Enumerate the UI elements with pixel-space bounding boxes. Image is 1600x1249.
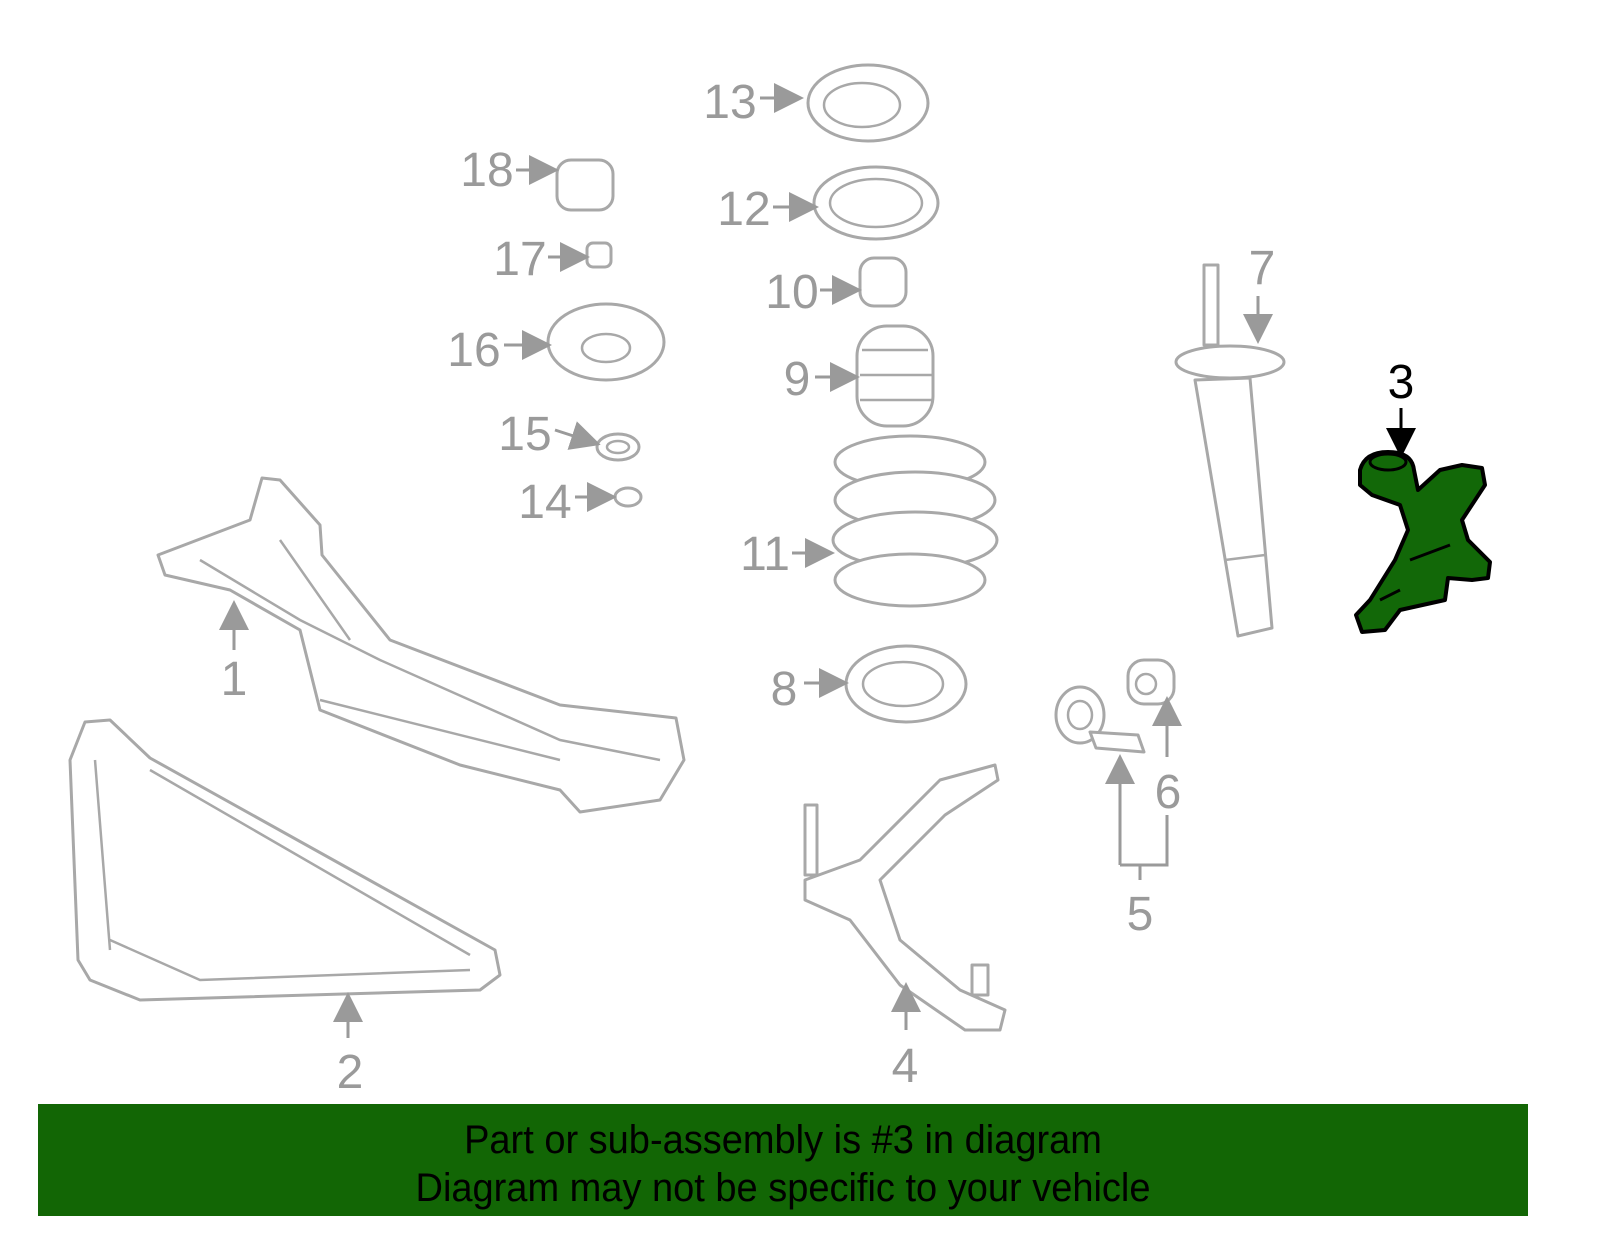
part-3-steering-knuckle-highlighted[interactable] xyxy=(1354,450,1492,634)
callout-2[interactable]: 2 xyxy=(337,1046,364,1099)
banner-line-1: Part or sub-assembly is #3 in diagram xyxy=(464,1118,1102,1162)
leader-lines xyxy=(219,83,1416,1038)
callout-14[interactable]: 14 xyxy=(518,476,571,529)
part-10-bump-stop[interactable] xyxy=(858,256,908,308)
callout-12[interactable]: 12 xyxy=(717,183,770,236)
part-13-upper-mount[interactable] xyxy=(806,63,930,143)
part-14-washer[interactable] xyxy=(613,486,643,508)
callout-18[interactable]: 18 xyxy=(460,144,513,197)
part-18-cap[interactable] xyxy=(555,158,615,212)
callout-6[interactable]: 6 xyxy=(1155,766,1182,819)
part-8-lower-spring-pad[interactable] xyxy=(844,644,968,724)
info-banner: Part or sub-assembly is #3 in diagram Di… xyxy=(38,1104,1528,1216)
part-7-strut[interactable] xyxy=(1174,263,1286,638)
part-1-subframe[interactable] xyxy=(156,476,686,814)
part-17-nut[interactable] xyxy=(585,241,613,269)
callout-11[interactable]: 11 xyxy=(740,528,790,581)
part-4-control-arm[interactable] xyxy=(803,763,1007,1032)
banner-line-2: Diagram may not be specific to your vehi… xyxy=(415,1166,1151,1210)
callout-15[interactable]: 15 xyxy=(498,408,551,461)
callout-8[interactable]: 8 xyxy=(771,663,798,716)
callout-4[interactable]: 4 xyxy=(892,1040,919,1093)
callout-1[interactable]: 1 xyxy=(221,653,248,706)
callout-17[interactable]: 17 xyxy=(493,233,546,286)
part-12-spring-pad[interactable] xyxy=(812,165,940,241)
part-6-bushing[interactable] xyxy=(1126,658,1176,706)
part-2-reinforcement-plate[interactable] xyxy=(68,718,502,1002)
part-15-bearing[interactable] xyxy=(595,432,641,462)
callout-9[interactable]: 9 xyxy=(784,353,811,406)
part-5-bushing-bracket[interactable] xyxy=(1054,685,1146,754)
part-11-coil-spring[interactable] xyxy=(831,434,999,608)
part-16-strut-mount[interactable] xyxy=(546,302,666,382)
callout-5[interactable]: 5 xyxy=(1127,888,1154,941)
part-9-dust-boot[interactable] xyxy=(855,324,935,428)
callout-13[interactable]: 13 xyxy=(703,76,756,129)
callout-3-selected[interactable]: 3 xyxy=(1388,356,1415,409)
callout-7[interactable]: 7 xyxy=(1249,242,1276,295)
callout-10[interactable]: 10 xyxy=(765,266,818,319)
callout-16[interactable]: 16 xyxy=(447,324,500,377)
